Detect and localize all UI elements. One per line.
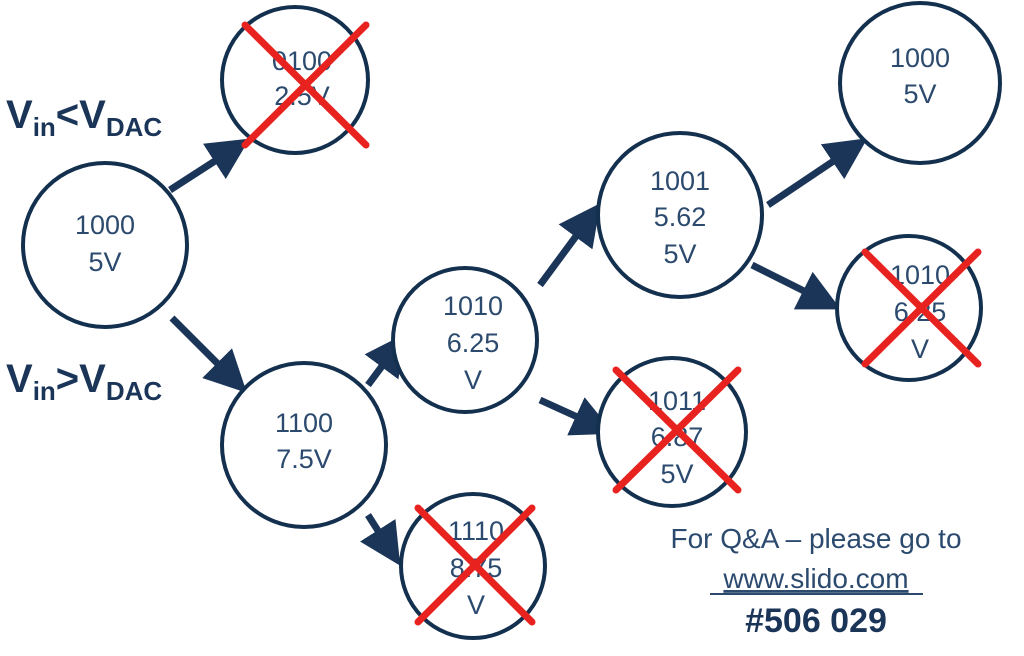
svg-text:5V: 5V xyxy=(663,239,696,269)
node-1000-final: 1000 5V xyxy=(838,1,1002,165)
slido-prompt: For Q&A – please go to xyxy=(670,523,961,554)
arrow-1010-to-1011 xyxy=(538,396,615,436)
svg-text:5V: 5V xyxy=(660,459,693,489)
svg-text:V: V xyxy=(467,590,485,620)
arrow-1001-to-1010 xyxy=(750,261,841,310)
svg-text:7.5V: 7.5V xyxy=(276,444,332,474)
svg-text:1001: 1001 xyxy=(650,166,710,196)
svg-text:1100: 1100 xyxy=(275,408,333,438)
node-1010: 1010 6.25 V xyxy=(391,266,539,414)
svg-text:V: V xyxy=(464,365,482,395)
condition-vin-greater-than-vdac: Vin>VDAC xyxy=(6,357,162,406)
cross-icon xyxy=(414,504,536,626)
arrows xyxy=(168,138,868,566)
cross-icon xyxy=(612,366,742,494)
svg-text:5V: 5V xyxy=(88,247,121,277)
svg-text:1000: 1000 xyxy=(75,210,135,240)
svg-text:6.25: 6.25 xyxy=(447,328,500,358)
svg-text:5.62: 5.62 xyxy=(654,202,707,232)
arrow-1100-to-1110 xyxy=(360,513,401,566)
cross-icon xyxy=(861,248,982,368)
node-1010-rejected: 1010 6.25 V xyxy=(835,234,983,382)
condition-vin-less-than-vdac: Vin<VDAC xyxy=(6,93,162,142)
svg-text:5V: 5V xyxy=(903,79,936,109)
slido-info: For Q&A – please go to www.slido.com #50… xyxy=(670,523,961,640)
cross-icon xyxy=(241,21,370,149)
node-0100: 0100 2.5V xyxy=(220,5,370,155)
slido-url[interactable]: www.slido.com xyxy=(722,563,908,594)
svg-text:1010: 1010 xyxy=(443,291,503,321)
arrow-1001-to-1000 xyxy=(766,138,868,208)
svg-text:V: V xyxy=(911,334,929,364)
slido-event-code: #506 029 xyxy=(745,602,887,640)
svg-text:1000: 1000 xyxy=(890,43,950,73)
rejection-crosses xyxy=(241,21,982,626)
arrow-root-to-0100 xyxy=(168,138,250,193)
arrow-root-to-1100 xyxy=(169,315,247,393)
node-1100: 1100 7.5V xyxy=(220,361,388,529)
node-root: 1000 5V xyxy=(21,161,189,329)
arrow-1100-to-1010 xyxy=(364,333,407,388)
node-1001: 1001 5.62 5V xyxy=(596,131,764,299)
arrow-1010-to-1001 xyxy=(537,203,601,288)
